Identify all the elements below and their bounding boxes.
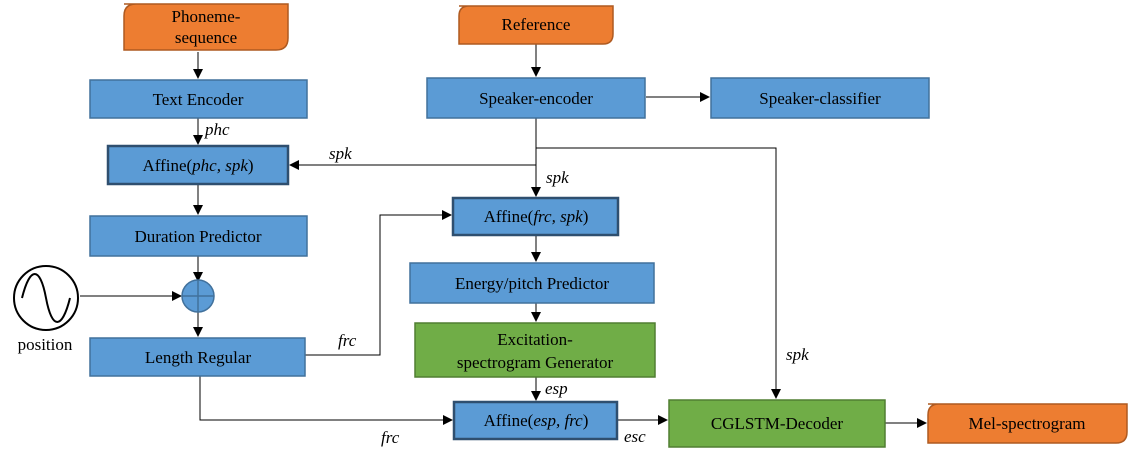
edge-spk-to-affine-phc	[289, 148, 537, 170]
affine-phc-spk-label: Affine(phc, spk)	[142, 156, 253, 175]
phoneme-sequence-line2: sequence	[175, 28, 237, 47]
edge-length-regular-to-affine-frc	[305, 210, 452, 356]
edge-label-spk-right: spk	[786, 345, 809, 364]
excitation-generator-line1: Excitation-	[497, 330, 573, 349]
edge-label-frc-upper: frc	[338, 331, 357, 350]
edge-label-frc-lower: frc	[381, 428, 400, 447]
duration-predictor-block: Duration Predictor	[89, 215, 308, 257]
phoneme-sequence-input: Phoneme- sequence	[123, 3, 289, 51]
cglstm-decoder-block: CGLSTM-Decoder	[668, 399, 886, 448]
reference-input: Reference	[458, 5, 614, 45]
affine-frc-spk-block: Affine(frc, spk)	[451, 196, 620, 237]
cglstm-decoder-label: CGLSTM-Decoder	[711, 414, 844, 433]
text-encoder-label: Text Encoder	[153, 90, 244, 109]
edge-label-esc: esc	[624, 427, 646, 446]
edge-label-spk-mid: spk	[546, 168, 569, 187]
edge-spk-to-decoder	[536, 147, 781, 399]
excitation-generator-block: Excitation- spectrogram Generator	[414, 322, 656, 378]
adder-icon	[181, 279, 215, 313]
reference-label: Reference	[502, 15, 571, 34]
phoneme-sequence-line1: Phoneme-	[172, 7, 241, 26]
affine-esp-frc-label: Affine(esp, frc)	[484, 411, 589, 430]
connectors	[80, 44, 927, 428]
speaker-encoder-block: Speaker-encoder	[426, 77, 646, 119]
energy-pitch-predictor-block: Energy/pitch Predictor	[409, 262, 655, 304]
text-encoder-block: Text Encoder	[89, 79, 308, 119]
edge-length-regular-to-affine-esp	[199, 376, 453, 425]
position-label: position	[18, 335, 73, 354]
edge-label-phc: phc	[204, 120, 230, 139]
affine-phc-spk-block: Affine(phc, spk)	[106, 144, 290, 186]
edge-label-esp: esp	[545, 379, 568, 398]
affine-esp-frc-block: Affine(esp, frc)	[452, 400, 619, 441]
excitation-generator-line2: spectrogram Generator	[457, 353, 614, 372]
length-regular-block: Length Regular	[89, 337, 306, 377]
energy-pitch-predictor-label: Energy/pitch Predictor	[455, 274, 609, 293]
speaker-classifier-block: Speaker-classifier	[710, 77, 930, 119]
affine-frc-spk-label: Affine(frc, spk)	[484, 207, 589, 226]
edge-label-spk-left: spk	[329, 144, 352, 163]
sine-wave-icon	[13, 265, 79, 331]
duration-predictor-label: Duration Predictor	[135, 227, 262, 246]
mel-spectrogram-output: Mel-spectrogram	[927, 403, 1128, 444]
speaker-encoder-label: Speaker-encoder	[479, 89, 593, 108]
mel-spectrogram-label: Mel-spectrogram	[968, 414, 1085, 433]
speaker-classifier-label: Speaker-classifier	[759, 89, 881, 108]
length-regular-label: Length Regular	[145, 348, 252, 367]
